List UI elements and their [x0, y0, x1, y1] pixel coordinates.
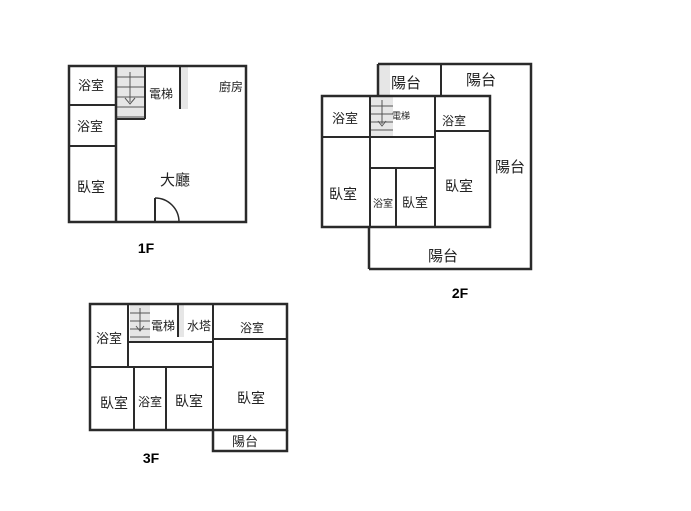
- f3-elevator-shadow: [178, 305, 184, 337]
- f2-balcony-shadow: [378, 64, 390, 96]
- f3-water-tower-label: 水塔: [187, 319, 211, 333]
- floor-2f: 陽台 陽台 浴室 電梯 浴室 陽台 臥室 浴室 臥室 臥室 陽台 2F: [320, 62, 533, 301]
- f1-living-label: 大廳: [160, 171, 190, 189]
- f3-bath-right-label: 浴室: [240, 320, 264, 335]
- f1-door-icon: [154, 197, 180, 223]
- f1-stair-icon: [117, 72, 145, 118]
- f2-bath-right-label: 浴室: [442, 113, 466, 128]
- f2-floor-label: 2F: [452, 285, 469, 301]
- f2-balcony-bottom-label: 陽台: [428, 247, 458, 265]
- f2-elevator-label: 電梯: [392, 110, 410, 122]
- f3-bedroom-mid-label: 臥室: [175, 393, 203, 410]
- f1-elevator-label: 電梯: [149, 87, 173, 101]
- f1-bath-top-label: 浴室: [78, 78, 104, 94]
- f2-bedroom-right-label: 臥室: [445, 178, 473, 195]
- f3-stair-icon: [130, 308, 150, 338]
- f3-bedroom-left-label: 臥室: [100, 395, 128, 412]
- f2-bath-left-label: 浴室: [332, 111, 358, 127]
- f1-kitchen-label: 廚房: [219, 79, 243, 94]
- f3-balcony-label: 陽台: [232, 435, 258, 450]
- f2-main-wall: [320, 94, 492, 229]
- f3-bath-left-label: 浴室: [96, 331, 122, 347]
- f3-elevator-label: 電梯: [151, 319, 175, 333]
- f3-bath-mid-label: 浴室: [138, 394, 162, 409]
- f2-bath-small-label: 浴室: [373, 197, 393, 210]
- f2-balcony-right-label: 陽台: [495, 158, 525, 176]
- f1-floor-label: 1F: [138, 240, 155, 256]
- floor-3f: 浴室 電梯 水塔 浴室 臥室 浴室 臥室 臥室 陽台 3F: [88, 302, 289, 466]
- f2-balcony-top1-label: 陽台: [391, 74, 421, 92]
- f1-elevator-shadow: [180, 67, 188, 109]
- f1-bedroom-label: 臥室: [77, 179, 105, 196]
- f1-outer-wall: [67, 64, 248, 224]
- f2-bedroom-mid-label: 臥室: [402, 195, 428, 211]
- f3-bedroom-right-label: 臥室: [237, 390, 265, 407]
- f2-stair-icon: [371, 100, 393, 131]
- f2-bedroom-left-label: 臥室: [329, 186, 357, 203]
- f1-stair-area: [117, 67, 145, 119]
- floor-1f: 浴室 電梯 廚房 浴室 臥室 大廳 1F: [67, 64, 248, 256]
- f1-bath-mid-label: 浴室: [77, 119, 103, 135]
- f2-balcony-top2-label: 陽台: [466, 71, 496, 89]
- f3-floor-label: 3F: [143, 450, 160, 466]
